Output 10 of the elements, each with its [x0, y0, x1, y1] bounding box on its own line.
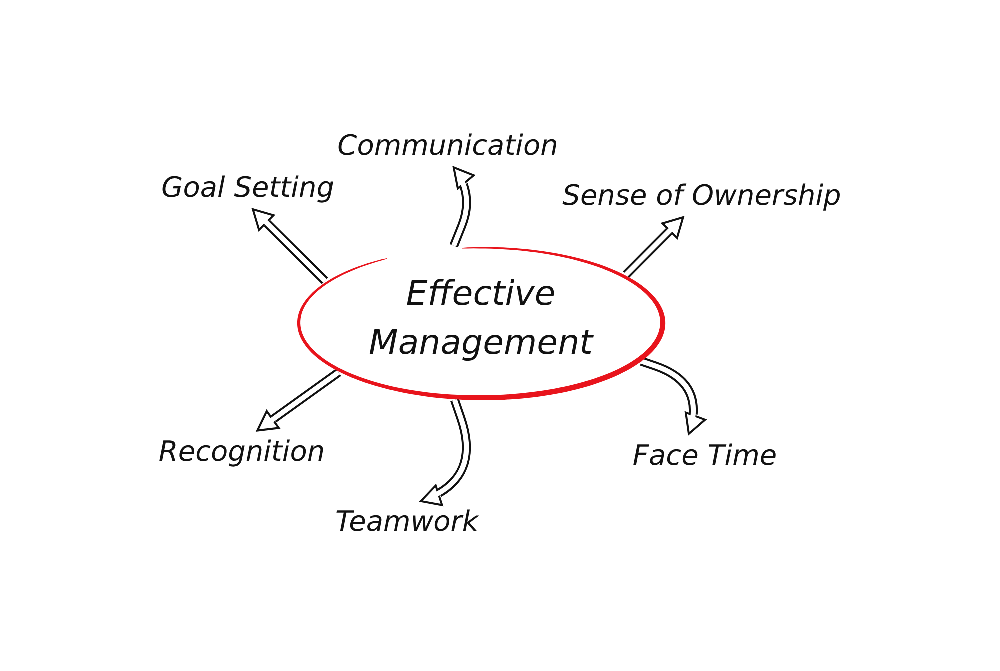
topic-label: Communication: [334, 126, 562, 166]
center-label: Effective Management: [368, 272, 595, 365]
topic-label: Teamwork: [331, 502, 483, 542]
topic-label: Face Time: [628, 436, 782, 476]
topic-label: Sense of Ownership: [558, 176, 846, 216]
hollow-arrow: [640, 357, 706, 438]
topic-label: Recognition: [154, 432, 330, 472]
topic-label: Goal Setting: [158, 168, 338, 208]
hollow-arrow: [418, 398, 472, 506]
hollow-arrow: [449, 163, 476, 248]
